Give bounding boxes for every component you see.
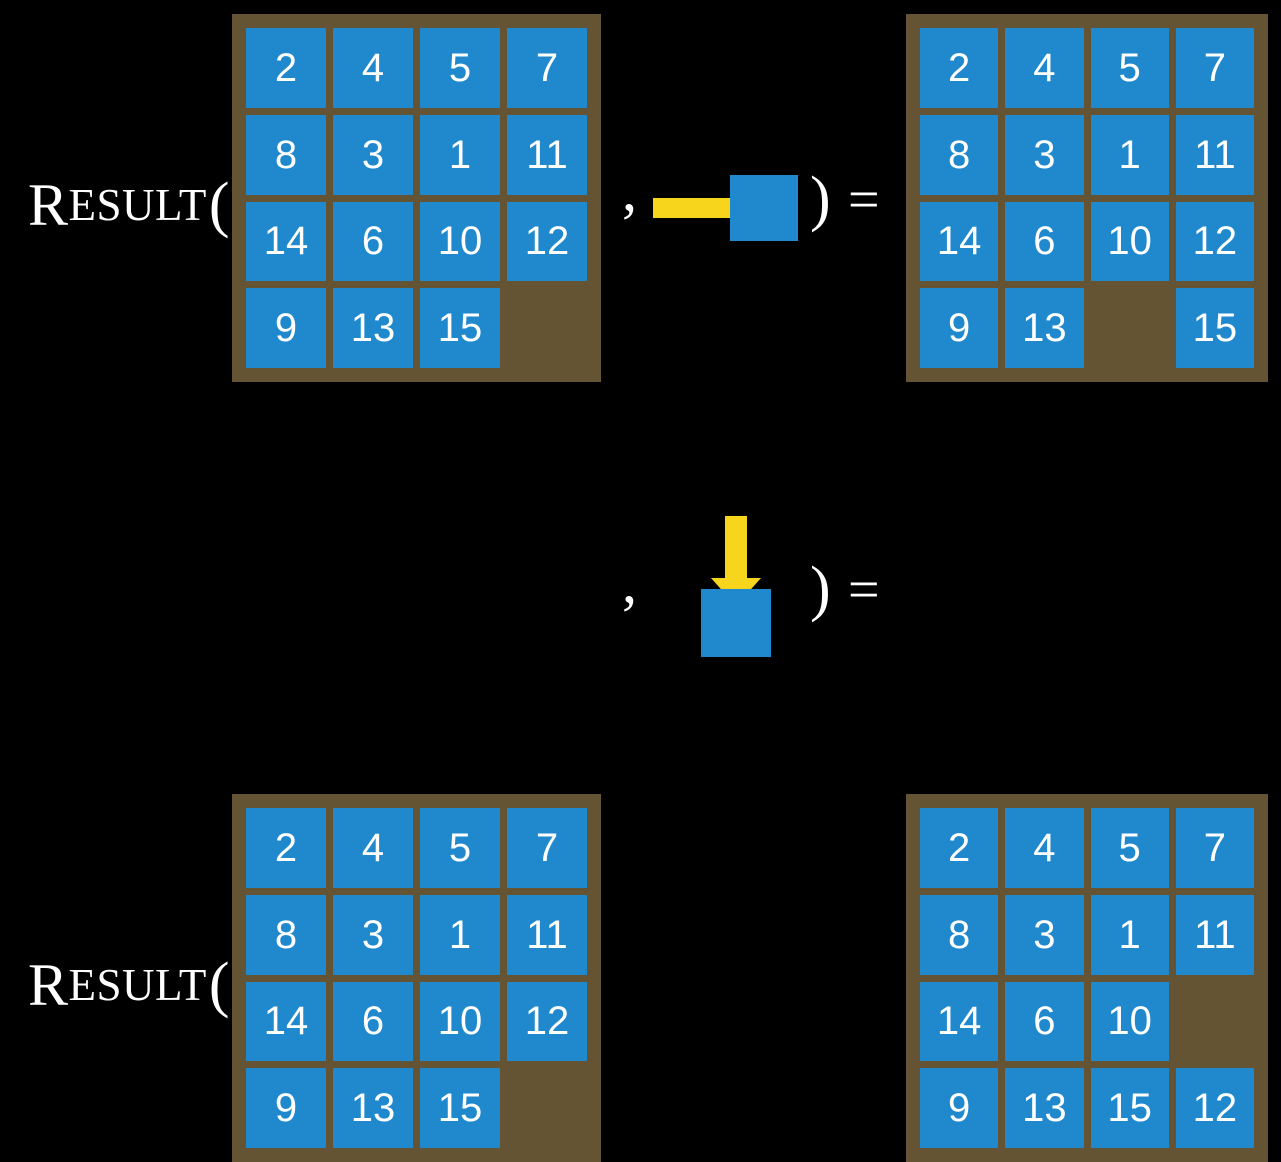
puzzle-tile[interactable]: 14 — [920, 201, 999, 282]
puzzle-tile[interactable]: 13 — [333, 1068, 413, 1148]
puzzle-tile[interactable]: 6 — [333, 981, 413, 1062]
result-smallcaps-letters: ESULT — [68, 179, 207, 230]
puzzle-tile[interactable]: 4 — [1005, 28, 1084, 108]
puzzle-tile[interactable]: 2 — [920, 808, 999, 888]
puzzle-tile[interactable]: 12 — [507, 201, 587, 282]
puzzle-tile[interactable]: 9 — [246, 288, 326, 368]
puzzle-blank-cell — [1091, 288, 1169, 368]
puzzle-tile[interactable]: 6 — [333, 201, 413, 282]
puzzle-tile[interactable]: 14 — [246, 981, 326, 1062]
puzzle-tile[interactable]: 9 — [920, 288, 999, 368]
puzzle-tile[interactable]: 8 — [920, 894, 999, 975]
puzzle-tile[interactable]: 11 — [1175, 114, 1254, 195]
result-capital-letter: R — [28, 952, 69, 1018]
puzzle-tile[interactable]: 4 — [333, 808, 413, 888]
puzzle-tile[interactable]: 1 — [1090, 894, 1169, 975]
puzzle-tile[interactable]: 5 — [420, 808, 500, 888]
puzzle-tile[interactable]: 15 — [1175, 288, 1254, 368]
puzzle-tile[interactable]: 8 — [920, 114, 999, 195]
open-paren: ( — [208, 951, 231, 1019]
puzzle-tile[interactable]: 7 — [507, 808, 587, 888]
puzzle-tile[interactable]: 14 — [920, 981, 999, 1062]
puzzle-tile[interactable]: 10 — [1090, 201, 1169, 282]
puzzle-tile[interactable]: 11 — [1175, 894, 1254, 975]
puzzle-tile[interactable]: 1 — [420, 114, 500, 195]
close-paren-2: ) — [810, 555, 831, 623]
puzzle-tile[interactable]: 10 — [420, 201, 500, 282]
puzzle-tile[interactable]: 8 — [246, 894, 326, 975]
puzzle-tile[interactable]: 9 — [246, 1068, 326, 1148]
puzzle-tile[interactable]: 5 — [1090, 28, 1169, 108]
equals-sign-2: = — [848, 559, 880, 621]
puzzle-tile[interactable]: 2 — [246, 808, 326, 888]
puzzle-tile[interactable]: 4 — [1005, 808, 1084, 888]
puzzle-tile[interactable]: 3 — [1005, 114, 1084, 195]
puzzle-tile[interactable]: 15 — [1090, 1068, 1169, 1148]
puzzle-tile[interactable]: 9 — [920, 1068, 999, 1148]
action-group-1: , ) = — [605, 0, 895, 390]
puzzle-tile[interactable]: 7 — [1175, 28, 1254, 108]
puzzle-tile[interactable]: 2 — [246, 28, 326, 108]
result-capital-letter: R — [28, 172, 69, 238]
puzzle-tile[interactable]: 3 — [333, 114, 413, 195]
open-paren: ( — [208, 171, 231, 239]
puzzle-tile[interactable]: 2 — [920, 28, 999, 108]
argument-separator-comma: , — [622, 549, 637, 615]
puzzle-blank-cell — [507, 1068, 587, 1148]
puzzle-tile[interactable]: 6 — [1005, 201, 1084, 282]
puzzle-tile[interactable]: 14 — [246, 201, 326, 282]
puzzle-tile[interactable]: 4 — [333, 28, 413, 108]
argument-separator-comma: , — [622, 157, 637, 223]
puzzle-tile[interactable]: 13 — [1005, 1068, 1084, 1148]
puzzle-tile[interactable]: 10 — [420, 981, 500, 1062]
arrow-down-icon — [711, 516, 761, 606]
puzzle-tile[interactable]: 5 — [420, 28, 500, 108]
puzzle-tile[interactable]: 3 — [1005, 894, 1084, 975]
puzzle-tile[interactable]: 7 — [1175, 808, 1254, 888]
equals-sign-1: = — [848, 169, 880, 231]
puzzle-blank-cell — [507, 288, 587, 368]
puzzle-tile[interactable]: 13 — [333, 288, 413, 368]
puzzle-tile[interactable]: 11 — [507, 894, 587, 975]
puzzle-tile[interactable]: 1 — [420, 894, 500, 975]
puzzle-tile[interactable]: 10 — [1090, 981, 1169, 1062]
puzzle-tile[interactable]: 5 — [1090, 808, 1169, 888]
puzzle-tile[interactable]: 11 — [507, 114, 587, 195]
puzzle-tile[interactable]: 3 — [333, 894, 413, 975]
puzzle-blank-cell — [1176, 982, 1254, 1062]
close-paren-1: ) — [810, 165, 831, 233]
puzzle-tile[interactable]: 7 — [507, 28, 587, 108]
puzzle-tile[interactable]: 8 — [246, 114, 326, 195]
result-smallcaps-letters: ESULT — [68, 959, 207, 1010]
puzzle-tile[interactable]: 13 — [1005, 288, 1084, 368]
action-group-2: , ) = — [605, 0, 895, 780]
puzzle-tile[interactable]: 12 — [1175, 201, 1254, 282]
puzzle-tile[interactable]: 6 — [1005, 981, 1084, 1062]
action-blank-tile-1[interactable] — [730, 175, 798, 241]
puzzle-tile[interactable]: 12 — [1175, 1068, 1254, 1148]
puzzle-tile[interactable]: 15 — [420, 288, 500, 368]
puzzle-tile[interactable]: 15 — [420, 1068, 500, 1148]
puzzle-tile[interactable]: 12 — [507, 981, 587, 1062]
puzzle-tile[interactable]: 1 — [1090, 114, 1169, 195]
action-blank-tile-2[interactable] — [701, 589, 771, 657]
